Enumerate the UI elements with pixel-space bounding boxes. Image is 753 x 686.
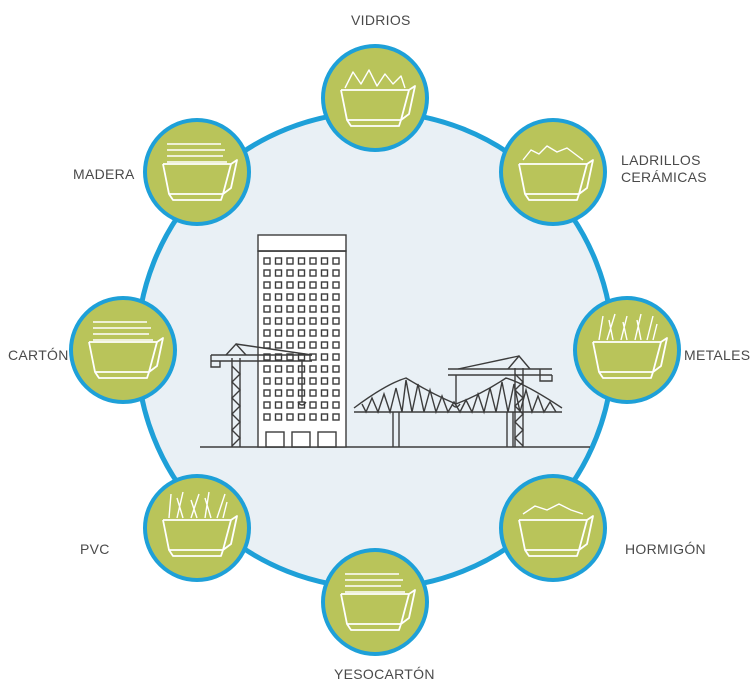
material-node-circle: [321, 44, 429, 152]
material-node-circle: [69, 296, 177, 404]
material-node-madera: [143, 118, 251, 226]
material-node-circle: [143, 118, 251, 226]
material-node-yesocarton: [321, 548, 429, 656]
material-node-circle: [573, 296, 681, 404]
label-vidrios: VIDRIOS: [351, 12, 411, 28]
label-ladrillos: LADRILLOS CERÁMICAS: [621, 152, 707, 185]
plasterboard-bin-icon: [340, 573, 416, 631]
material-node-hormigon: [499, 474, 607, 582]
material-node-circle: [321, 548, 429, 656]
material-node-pvc: [143, 474, 251, 582]
glass-bin-icon: [340, 69, 416, 127]
material-node-ladrillos: [499, 118, 607, 226]
material-node-circle: [143, 474, 251, 582]
label-yesocarton: YESOCARTÓN: [334, 666, 435, 682]
label-metales: METALES: [684, 347, 751, 363]
material-node-circle: [499, 118, 607, 226]
material-node-vidrios: [321, 44, 429, 152]
construction-site-icon: [200, 234, 590, 448]
cardboard-bin-icon: [88, 321, 164, 379]
label-hormigon: HORMIGÓN: [625, 541, 706, 557]
material-node-carton: [69, 296, 177, 404]
metal-bin-icon: [592, 313, 668, 379]
label-pvc: PVC: [80, 541, 110, 557]
material-node-circle: [499, 474, 607, 582]
label-madera: MADERA: [73, 166, 135, 182]
label-carton: CARTÓN: [8, 347, 69, 363]
bricks-bin-icon: [518, 145, 594, 201]
pvc-bin-icon: [162, 491, 238, 557]
concrete-bin-icon: [518, 503, 594, 557]
wood-bin-icon: [162, 143, 238, 201]
material-node-metales: [573, 296, 681, 404]
